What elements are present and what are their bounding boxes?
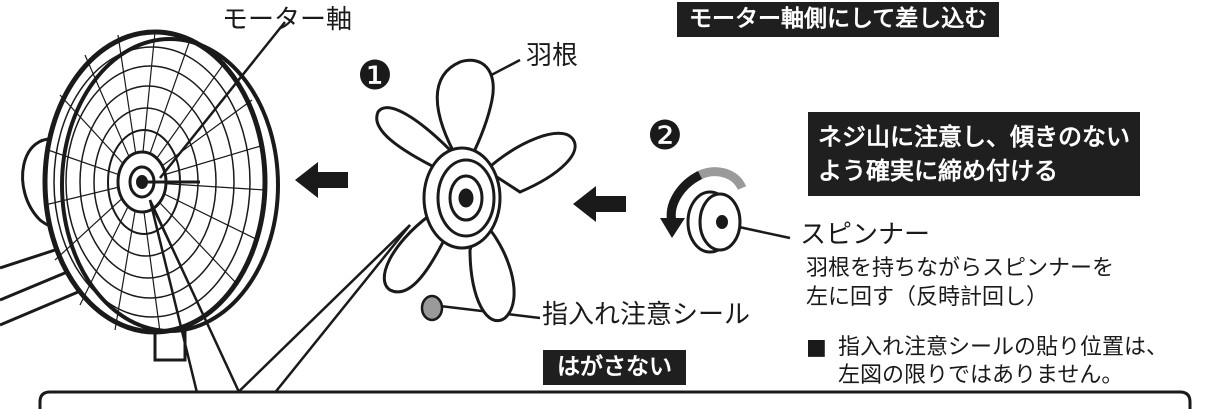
spinner-instruction-line-2: 左に回す（反時計回し） bbox=[806, 285, 1049, 310]
blade-label: 羽根 bbox=[526, 41, 579, 71]
insert-direction-callout: モーター軸側にして差し込む bbox=[677, 2, 1000, 37]
left-arrow-icon bbox=[573, 186, 626, 222]
bottom-panel bbox=[38, 390, 1192, 409]
step-2-marker: ❷ bbox=[647, 113, 683, 159]
leader-lines bbox=[148, 21, 791, 406]
thread-caution-line-2: よう確実に締め付ける bbox=[818, 157, 1058, 185]
fan-blade bbox=[375, 58, 577, 323]
thread-caution-line-1: ネジ山に注意し、傾きのない bbox=[818, 123, 1130, 151]
spinner-label: スピンナー bbox=[800, 220, 931, 250]
fan-guard bbox=[0, 29, 280, 362]
spinner-instruction-line-1: 羽根を持ちながらスピンナーを bbox=[806, 256, 1115, 281]
thread-caution-callout: ネジ山に注意し、傾きのない よう確実に締め付ける bbox=[808, 112, 1140, 196]
counterclockwise-arrow-icon bbox=[660, 167, 747, 238]
step-1-marker: ❶ bbox=[357, 53, 393, 99]
motor-shaft-label: モーター軸 bbox=[222, 5, 353, 35]
sticker-position-note-line-2: 左図の限りではありません。 bbox=[838, 363, 1124, 388]
spinner bbox=[686, 190, 742, 254]
note-bullet-icon: ■ bbox=[806, 335, 827, 360]
left-arrow-icon bbox=[295, 162, 348, 198]
do-not-peel-callout: はがさない bbox=[543, 350, 686, 385]
sticker-position-note-line-1: 指入れ注意シールの貼り位置は、 bbox=[838, 335, 1169, 360]
finger-caution-sticker-label: 指入れ注意シール bbox=[542, 300, 751, 330]
